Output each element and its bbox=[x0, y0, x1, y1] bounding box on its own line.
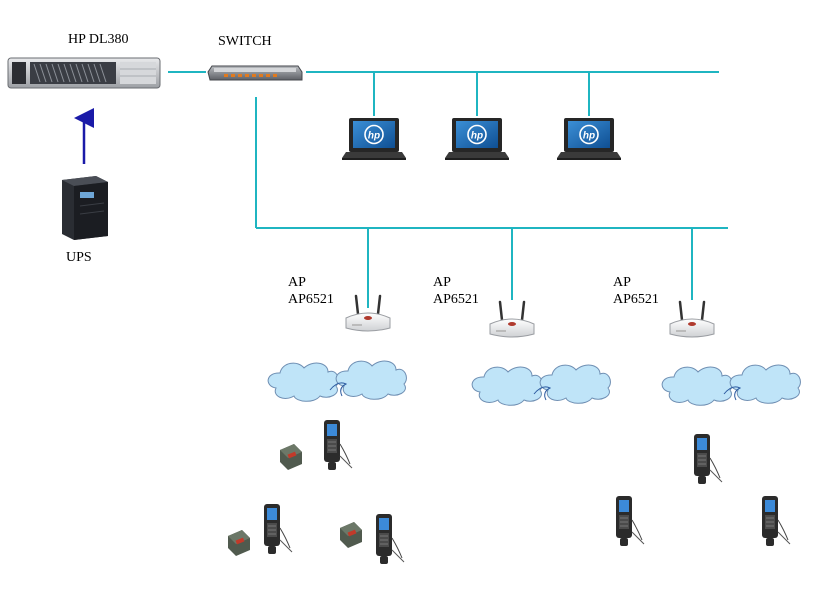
server-label: HP DL380 bbox=[68, 32, 129, 47]
printer-icon bbox=[228, 530, 250, 556]
wireless-cloud-1 bbox=[267, 360, 407, 402]
ap-model-label: AP6521 bbox=[433, 292, 479, 307]
access-point-icon bbox=[668, 300, 716, 339]
handheld-terminal-icon bbox=[375, 513, 405, 565]
handheld-terminal-icon bbox=[323, 419, 353, 471]
switch-label: SWITCH bbox=[218, 34, 272, 49]
handheld-terminal-icon bbox=[693, 433, 723, 485]
wireless-cloud-3 bbox=[661, 364, 801, 406]
ap-type-label: AP bbox=[433, 275, 451, 290]
cloud-icon bbox=[539, 364, 611, 404]
ap-model-label: AP6521 bbox=[613, 292, 659, 307]
laptop-icon bbox=[556, 117, 622, 161]
cloud-icon bbox=[471, 366, 543, 406]
handheld-terminal-icon bbox=[761, 495, 791, 547]
cloud-icon bbox=[729, 364, 801, 404]
cloud-icon bbox=[335, 360, 407, 400]
cloud-icon bbox=[267, 362, 339, 402]
wireless-cloud-2 bbox=[471, 364, 611, 406]
laptop-icon bbox=[444, 117, 510, 161]
handheld-terminal-icon bbox=[263, 503, 293, 555]
ap-label-3: AP AP6521 bbox=[613, 274, 659, 308]
ap-label-2: AP AP6521 bbox=[433, 274, 479, 308]
ups-label: UPS bbox=[66, 250, 92, 265]
ap-label-1: AP AP6521 bbox=[288, 274, 334, 308]
server-icon bbox=[7, 57, 161, 89]
switch-icon bbox=[207, 65, 303, 81]
access-point-icon bbox=[488, 300, 536, 339]
handheld-terminal-icon bbox=[615, 495, 645, 547]
ap-type-label: AP bbox=[613, 275, 631, 290]
laptop-icon bbox=[341, 117, 407, 161]
printer-icon bbox=[340, 522, 362, 548]
ap-type-label: AP bbox=[288, 275, 306, 290]
ups-icon bbox=[62, 176, 108, 240]
network-links bbox=[168, 71, 728, 308]
printer-icon bbox=[280, 444, 302, 470]
ap-model-label: AP6521 bbox=[288, 292, 334, 307]
cloud-icon bbox=[661, 366, 733, 406]
